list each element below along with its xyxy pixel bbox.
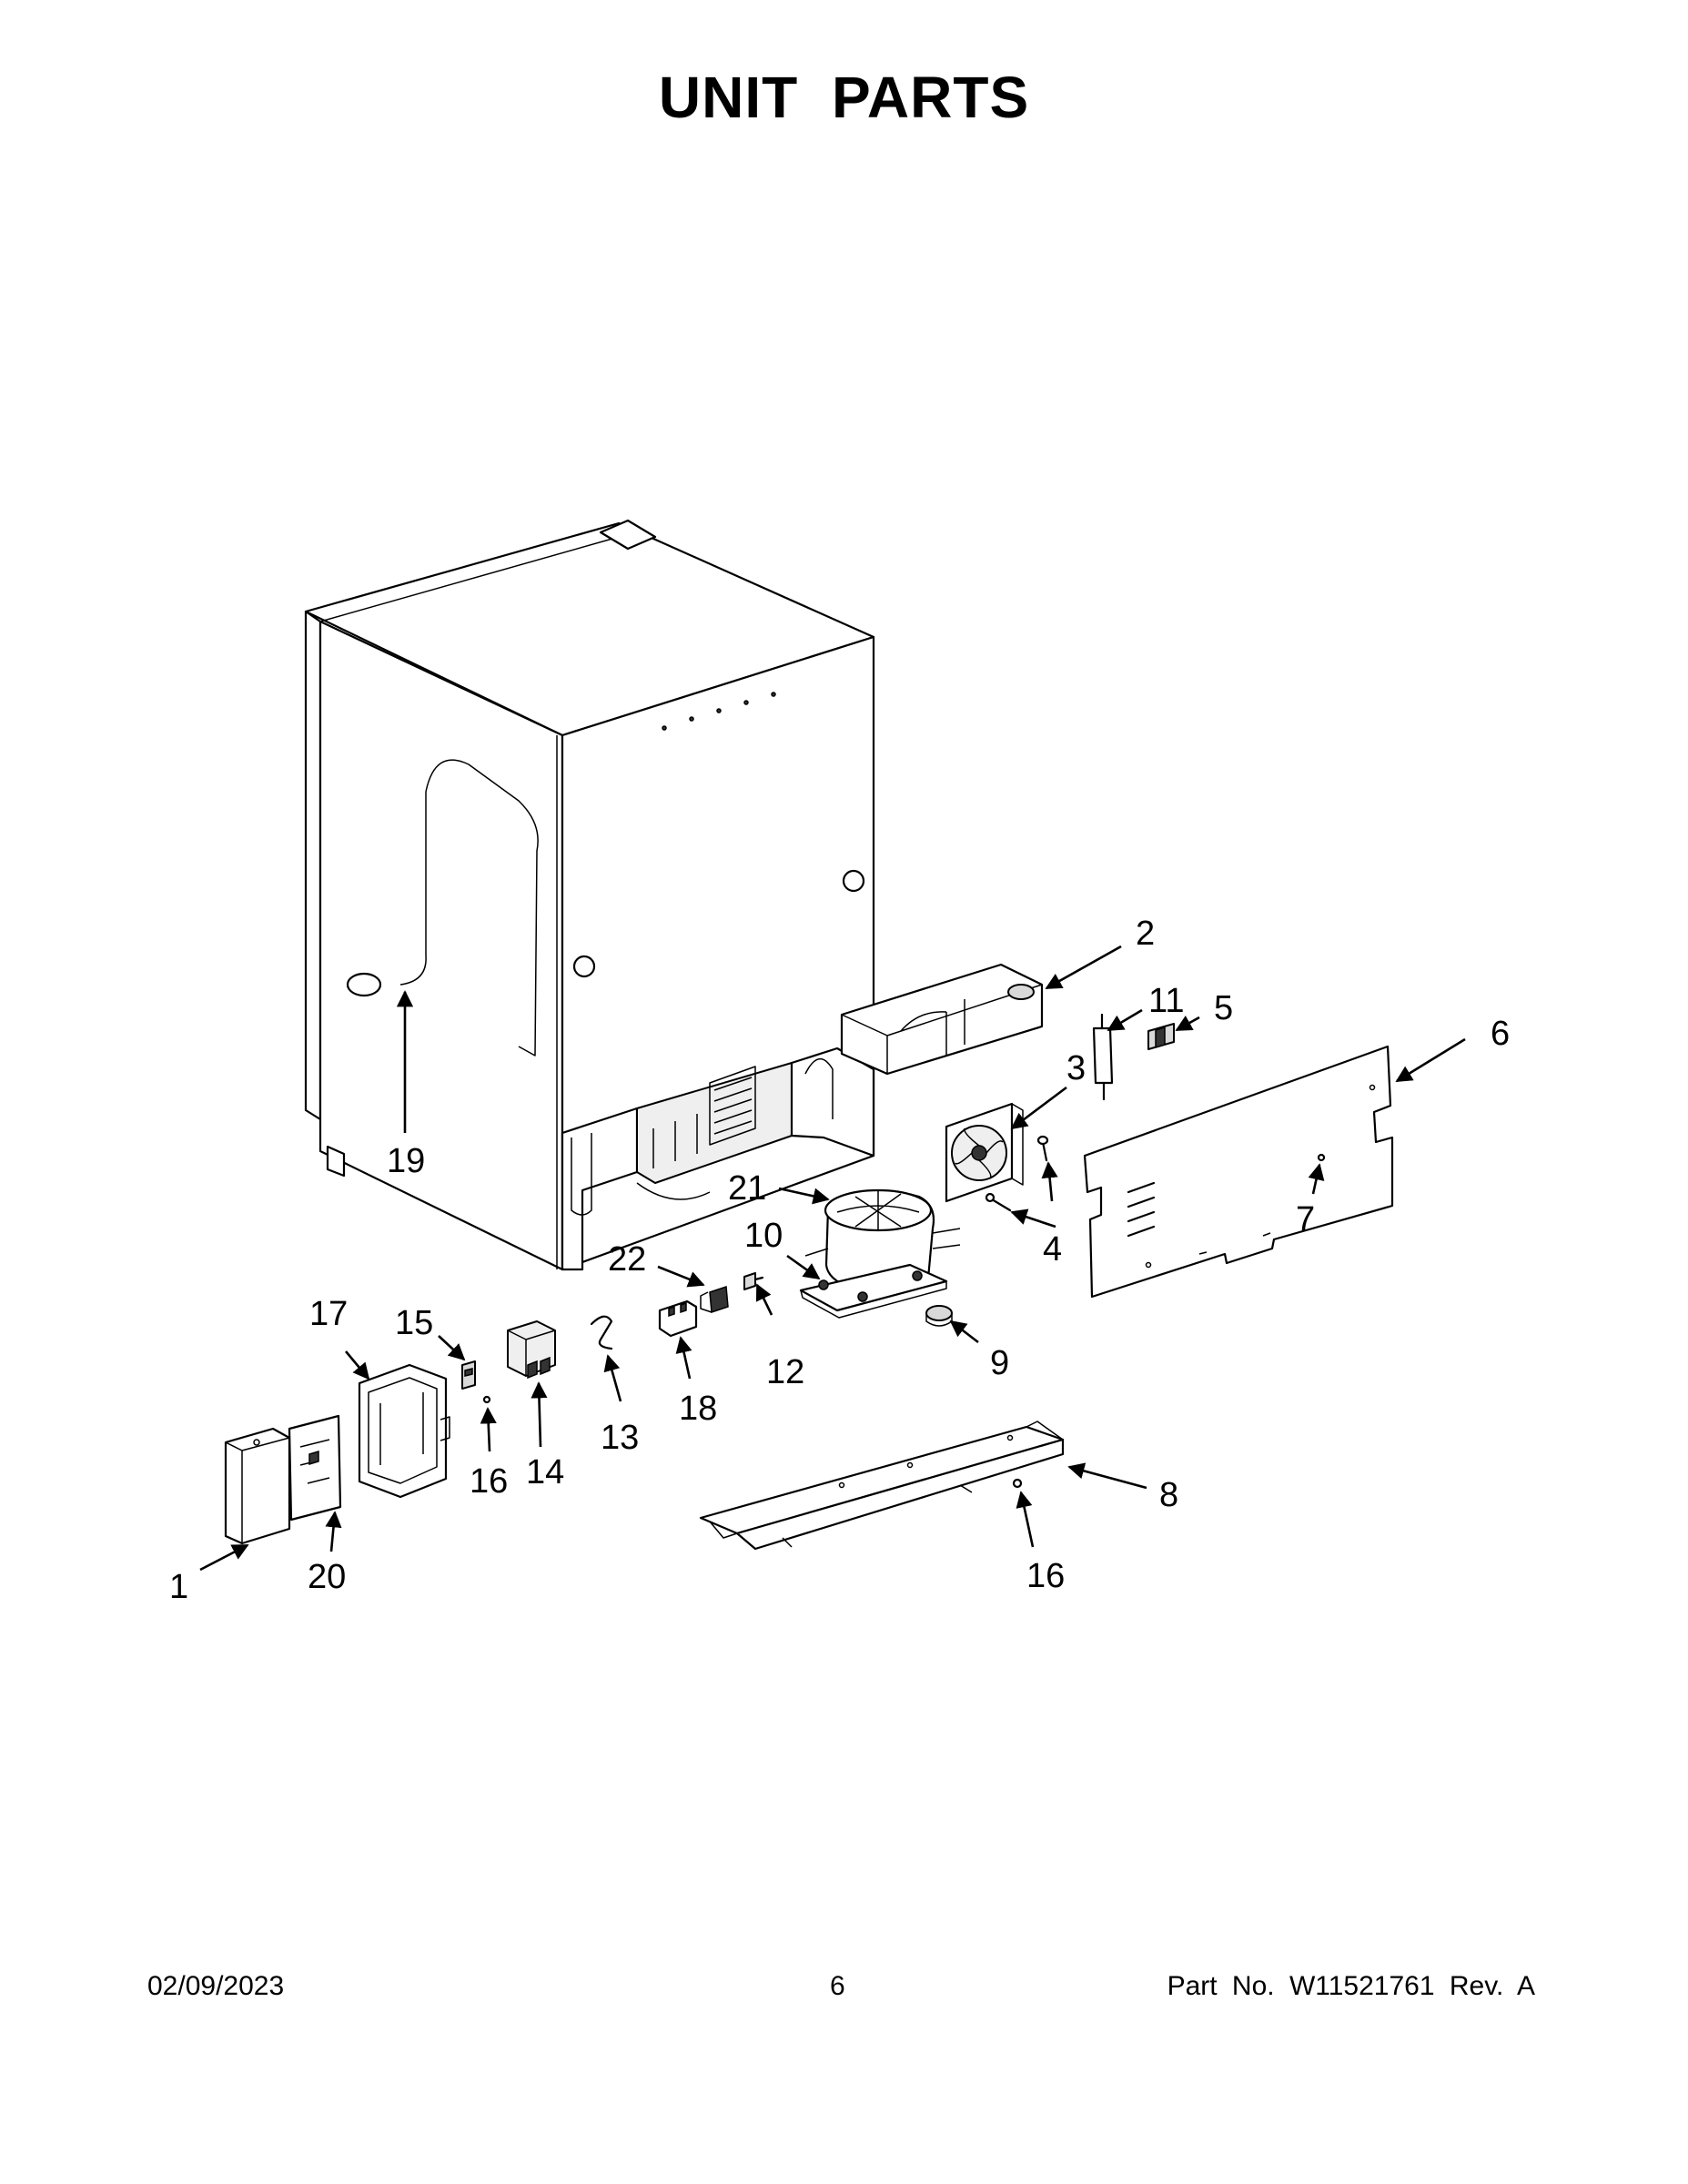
callout-16-left: 16 — [470, 1462, 508, 1501]
callout-10: 10 — [744, 1217, 783, 1255]
cabinet-drawing — [304, 519, 875, 1271]
callout-5: 5 — [1214, 989, 1233, 1027]
part-4-screw — [985, 1135, 1049, 1212]
callout-14: 14 — [526, 1453, 564, 1491]
part-2-tray — [840, 963, 1044, 1076]
callout-12: 12 — [766, 1353, 804, 1391]
callout-4: 4 — [1043, 1230, 1062, 1269]
part-12-relay — [743, 1272, 764, 1290]
part-20-control-board — [288, 1414, 342, 1522]
part-16-screw-right — [1012, 1478, 1023, 1489]
part-7-screw — [1317, 1153, 1326, 1162]
callout-19: 19 — [387, 1142, 425, 1180]
part-17-control-housing — [358, 1363, 450, 1499]
callout-8: 8 — [1159, 1476, 1178, 1514]
callout-20: 20 — [308, 1558, 346, 1596]
page-title: UNIT PARTS — [658, 65, 1030, 130]
callout-21: 21 — [728, 1169, 766, 1208]
part-5-clip — [1147, 1023, 1175, 1050]
callout-18: 18 — [679, 1390, 717, 1428]
part-18-overload — [658, 1299, 698, 1338]
callout-6: 6 — [1491, 1015, 1510, 1053]
part-9-grommet — [925, 1305, 953, 1327]
callout-labels: 1 2 3 4 5 6 7 8 9 10 11 12 13 14 15 16 1… — [169, 915, 1510, 1606]
part-11-drier — [1092, 1013, 1114, 1101]
callout-7: 7 — [1296, 1200, 1315, 1239]
part-8-base-rail — [699, 1421, 1065, 1551]
part-13-wire-clip — [590, 1315, 613, 1350]
leader-arrows — [199, 945, 1466, 1572]
callout-9: 9 — [990, 1344, 1009, 1382]
footer-date: 02/09/2023 — [147, 1971, 285, 2001]
callout-3: 3 — [1066, 1049, 1086, 1087]
callout-1: 1 — [169, 1568, 188, 1606]
part-3-fan — [945, 1102, 1024, 1203]
callout-13: 13 — [601, 1419, 639, 1457]
part-14-capacitor — [507, 1320, 556, 1380]
part-16-screw-left — [482, 1395, 491, 1404]
callout-11: 11 — [1148, 982, 1184, 1020]
callout-16-right: 16 — [1026, 1557, 1065, 1595]
callout-15: 15 — [395, 1304, 433, 1342]
part-10-base-plate — [799, 1263, 948, 1319]
part-6-rear-panel — [1083, 1045, 1394, 1299]
part-1-cover — [224, 1427, 291, 1545]
part-22-connector — [700, 1285, 729, 1314]
callout-17: 17 — [309, 1295, 348, 1333]
callout-2: 2 — [1136, 915, 1155, 953]
part-15-switch — [461, 1360, 476, 1390]
footer-page-number: 6 — [830, 1971, 845, 2001]
footer-part-number: Part No. W11521761 Rev. A — [1167, 1971, 1535, 2001]
callout-22: 22 — [608, 1240, 646, 1279]
